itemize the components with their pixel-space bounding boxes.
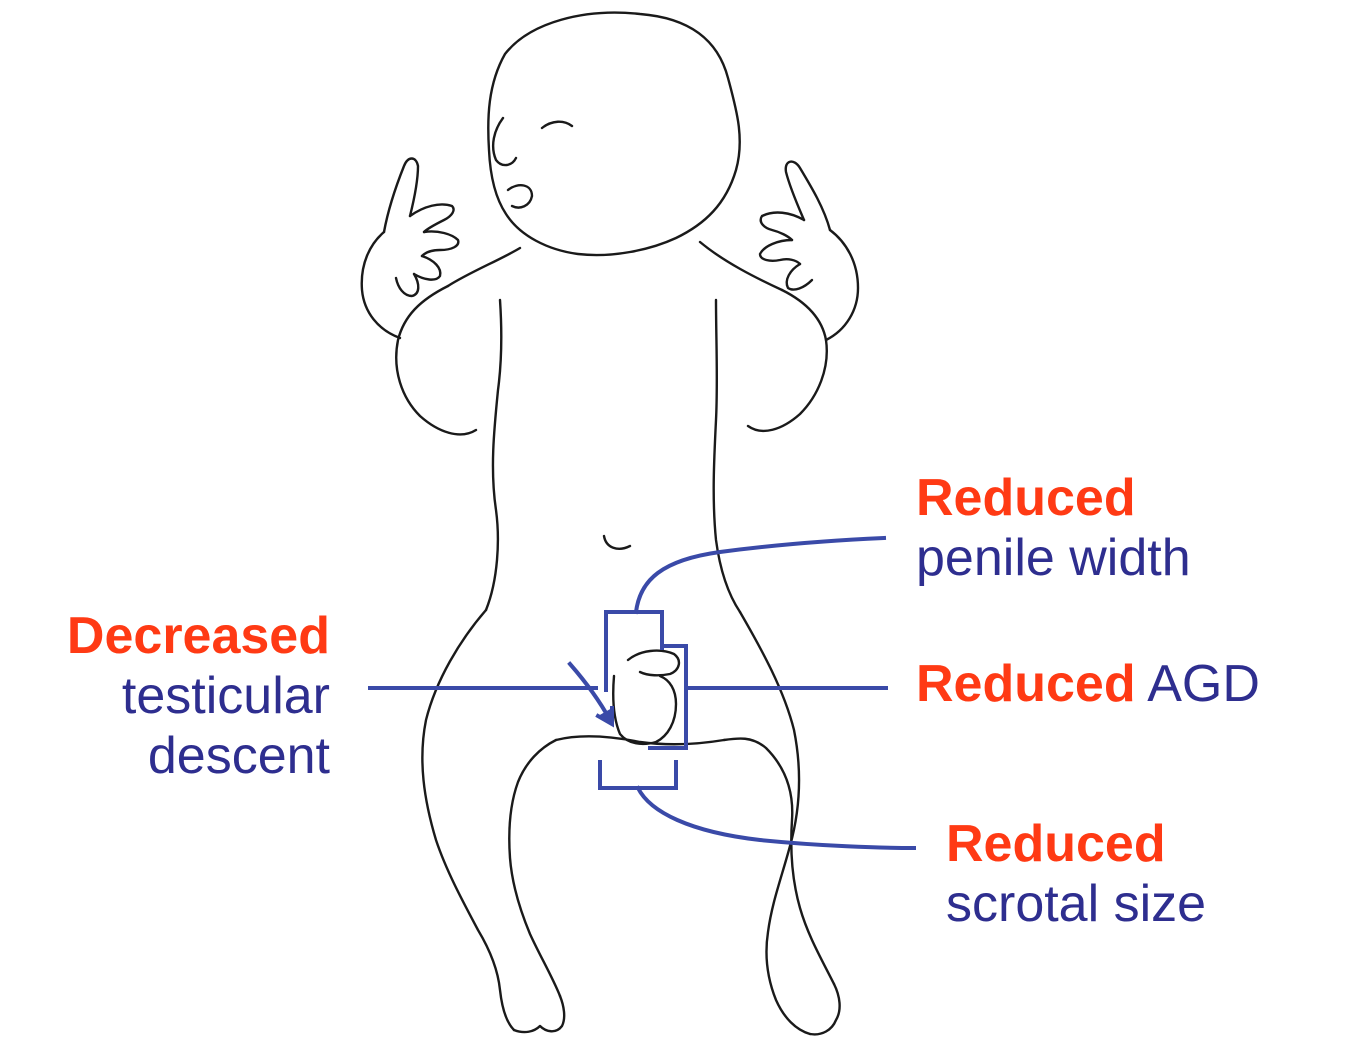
scrotal-size-bracket [600,762,676,788]
penile-width-text: penile width [916,528,1191,588]
testicular-descent-label: Decreased testicular descent [10,606,330,786]
agd-label: Reduced AGD [916,654,1260,714]
scrotal-size-connector [638,788,914,848]
testicular-descent-text-1: testicular [10,666,330,726]
scrotal-size-label: Reduced scrotal size [946,814,1206,934]
penile-width-connector [636,538,884,612]
agd-text: AGD [1147,655,1260,713]
annotation-lines [370,538,914,848]
scrotal-size-text: scrotal size [946,874,1206,934]
agd-emphasis: Reduced [916,655,1136,713]
penile-width-emphasis: Reduced [916,469,1136,527]
penile-width-label: Reduced penile width [916,468,1191,588]
scrotal-size-emphasis: Reduced [946,815,1166,873]
testicular-descent-emphasis: Decreased [67,607,330,665]
infant-outline-icon [362,13,858,1035]
testicular-descent-text-2: descent [10,726,330,786]
